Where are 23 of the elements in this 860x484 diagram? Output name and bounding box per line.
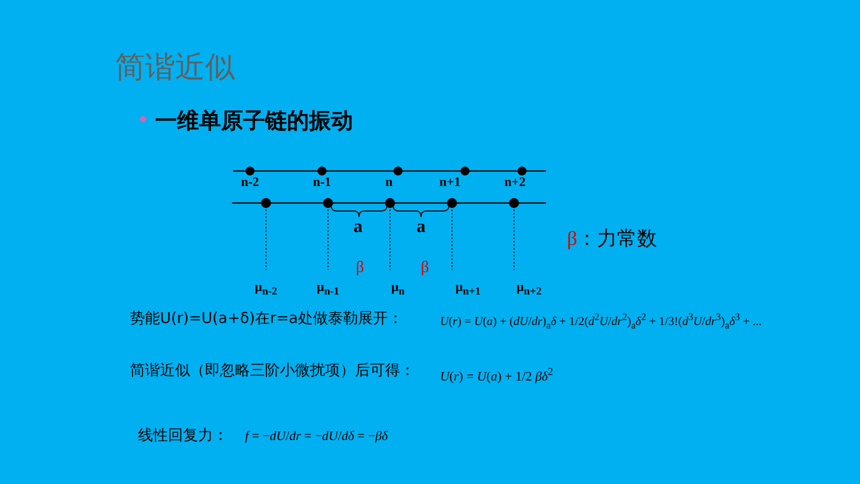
formula: f = −dU/dr = −dU/dδ = −βδ [245, 428, 388, 444]
site-label: n-1 [312, 174, 332, 190]
body-text: 简谐近似（即忽略三阶小微扰项）后可得： [130, 361, 415, 380]
formula: U(r) = U(a) + 1/2 βδ$^{2}$ [440, 366, 554, 384]
force-constant-label: β [356, 259, 364, 277]
spacing-label: a [416, 216, 426, 237]
spacing-label: a [354, 216, 362, 237]
site-label: n+1 [439, 174, 461, 190]
subheading: 一维单原子链的振动 [155, 108, 353, 136]
force-constant-label: β [420, 259, 430, 277]
body-text: 线性回复力： [138, 426, 228, 445]
displacement-label: μ$_{n}$ [391, 279, 405, 298]
site-label: n+2 [504, 174, 526, 190]
formula: U(r) = U(a) + (dU/dr)$_{a}$δ + 1/2(d$^{2}$U/dr$^{2}$)$_{a}$δ$^{2}$ + 1/3!(d$^{3}$U/dr$^{3}$)$_{a}$δ$^{3}$ + ... [440, 312, 762, 332]
site-label: n-2 [240, 174, 260, 190]
displacement-label: μ$_{n+2}$ [516, 279, 542, 298]
body-text: 势能U(r)=U(a+δ)在r=a处做泰勒展开： [130, 309, 403, 328]
displacement-label: μ$_{n-1}$ [316, 279, 340, 298]
site-label: n [385, 174, 393, 190]
displacement-label: μ$_{n-2}$ [254, 279, 278, 298]
slide-title: 简谐近似 [115, 49, 235, 87]
displacement-label: μ$_{n+1}$ [456, 279, 480, 298]
legend-note: β：力常数 [567, 225, 658, 252]
